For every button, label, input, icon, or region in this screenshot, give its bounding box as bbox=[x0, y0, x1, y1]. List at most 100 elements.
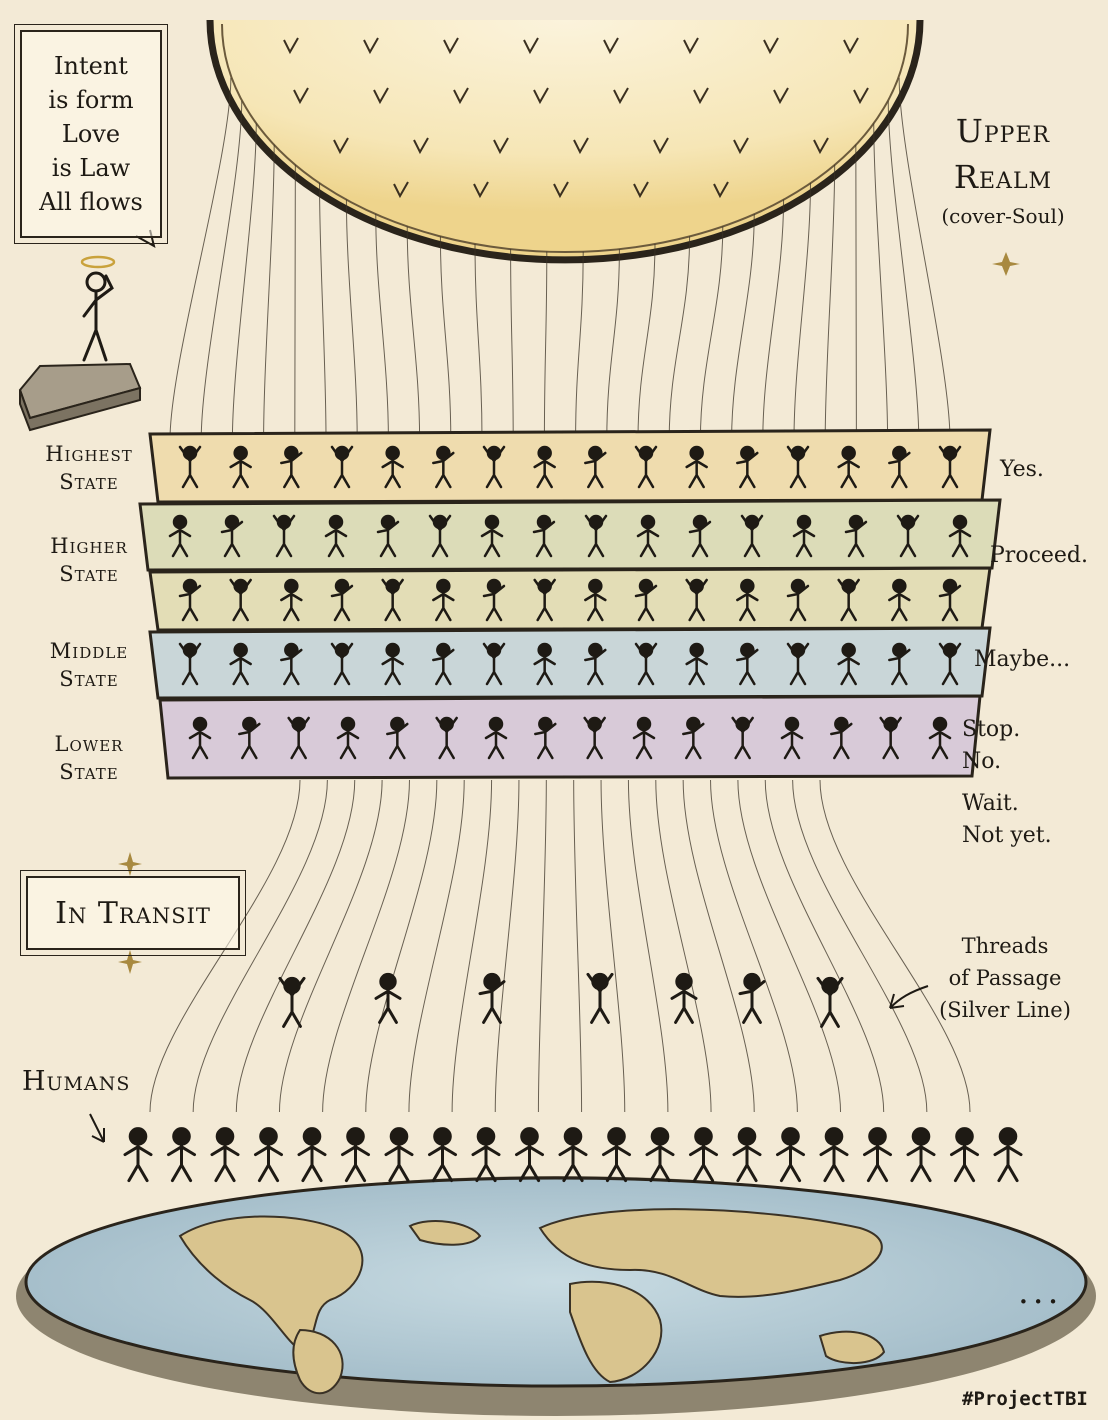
figure-head bbox=[328, 514, 344, 530]
v-mark bbox=[733, 137, 749, 155]
v-mark bbox=[393, 181, 409, 199]
figure-head bbox=[694, 1127, 713, 1146]
layer-figures bbox=[168, 514, 972, 558]
response-line: Not yet. bbox=[962, 823, 1052, 848]
in-transit-panel: In Transit bbox=[20, 870, 246, 956]
figure-body bbox=[948, 526, 972, 558]
v-mark bbox=[283, 37, 299, 55]
figure-head bbox=[379, 972, 397, 991]
v-mark bbox=[693, 87, 709, 105]
figure-body bbox=[341, 1142, 370, 1183]
v-mark bbox=[443, 37, 459, 55]
figure-body bbox=[428, 1142, 457, 1183]
figure-body bbox=[515, 1142, 544, 1183]
v-mark bbox=[763, 37, 779, 55]
figure-head bbox=[998, 1127, 1018, 1146]
figure-body bbox=[688, 520, 712, 558]
figure-body bbox=[432, 451, 455, 489]
response-line: Stop. bbox=[962, 717, 1021, 742]
figure-body bbox=[482, 584, 506, 622]
figure-body bbox=[330, 584, 354, 622]
figure-head bbox=[689, 445, 704, 461]
figure-body bbox=[386, 722, 409, 760]
figure-head bbox=[932, 716, 948, 732]
figure-body bbox=[558, 1142, 588, 1183]
figure-body bbox=[844, 520, 868, 558]
figure-head bbox=[385, 642, 400, 658]
state-label-line: Higher bbox=[50, 534, 128, 558]
state-label-line: State bbox=[59, 562, 119, 586]
figure-body bbox=[632, 728, 656, 760]
v-mark bbox=[413, 137, 429, 155]
thread-line bbox=[793, 183, 811, 441]
thread-line bbox=[655, 779, 712, 1113]
figure-head bbox=[385, 445, 400, 461]
response-middle: Maybe... bbox=[974, 647, 1071, 672]
figure-head bbox=[588, 578, 603, 594]
thread-line bbox=[819, 779, 971, 1113]
figure-head bbox=[796, 514, 812, 530]
figure-body bbox=[736, 648, 759, 686]
figure-body bbox=[287, 716, 310, 760]
figure-body bbox=[178, 445, 202, 489]
figure-head bbox=[737, 1127, 757, 1146]
figure-body bbox=[533, 654, 556, 686]
figure-body bbox=[906, 1142, 936, 1183]
v-mark bbox=[653, 137, 669, 155]
layer-shape bbox=[158, 694, 982, 780]
figure-body bbox=[238, 722, 261, 760]
v-mark bbox=[553, 181, 569, 199]
figure-body bbox=[685, 654, 708, 686]
figure-head bbox=[433, 1127, 452, 1146]
thread-line bbox=[710, 779, 798, 1113]
figure-head bbox=[824, 1127, 844, 1146]
v-mark bbox=[683, 37, 699, 55]
figure-body bbox=[776, 1142, 805, 1183]
v-mark bbox=[613, 87, 629, 105]
v-mark bbox=[363, 37, 379, 55]
thread-line bbox=[573, 779, 583, 1113]
figure-body bbox=[280, 648, 303, 686]
figure-body bbox=[254, 1142, 283, 1183]
thread-line bbox=[575, 251, 584, 441]
thread-line bbox=[699, 226, 724, 441]
figure-head bbox=[172, 514, 188, 530]
figure-body bbox=[381, 578, 404, 622]
figure-body bbox=[280, 451, 303, 489]
v-mark bbox=[603, 37, 619, 55]
intent-line: Love bbox=[61, 120, 121, 148]
thread-line bbox=[294, 164, 296, 441]
state-layer bbox=[138, 498, 1002, 572]
figure-body bbox=[188, 728, 212, 760]
figure-body bbox=[297, 1142, 327, 1183]
figure-body bbox=[780, 728, 804, 760]
figure-body bbox=[819, 1142, 849, 1183]
figure-head bbox=[233, 642, 248, 658]
figure-head bbox=[484, 514, 500, 530]
figure-body bbox=[685, 457, 708, 489]
thread-line bbox=[322, 779, 410, 1113]
response-line: Wait. bbox=[962, 791, 1019, 816]
hashtag: #ProjectTBI bbox=[962, 1388, 1088, 1410]
figure-body bbox=[435, 716, 458, 760]
figure-body bbox=[374, 987, 402, 1024]
thread-line bbox=[451, 779, 493, 1113]
figure-body bbox=[428, 514, 452, 558]
v-mark bbox=[773, 87, 789, 105]
figure-body bbox=[324, 526, 348, 558]
v-mark bbox=[533, 87, 549, 105]
layer-shape bbox=[148, 566, 992, 632]
figure-head bbox=[911, 1127, 931, 1146]
angel-figure bbox=[18, 255, 142, 432]
state-layer bbox=[148, 428, 992, 504]
figure-body bbox=[682, 722, 705, 760]
state-layers bbox=[138, 428, 1002, 780]
figure-head bbox=[537, 642, 552, 658]
thread-line bbox=[169, 77, 232, 441]
figure-body bbox=[634, 584, 658, 622]
v-mark bbox=[813, 137, 829, 155]
thread-line bbox=[764, 779, 885, 1113]
state-layer bbox=[148, 626, 992, 700]
threads-label-line: of Passage bbox=[948, 966, 1062, 990]
figure-body bbox=[167, 1142, 196, 1183]
